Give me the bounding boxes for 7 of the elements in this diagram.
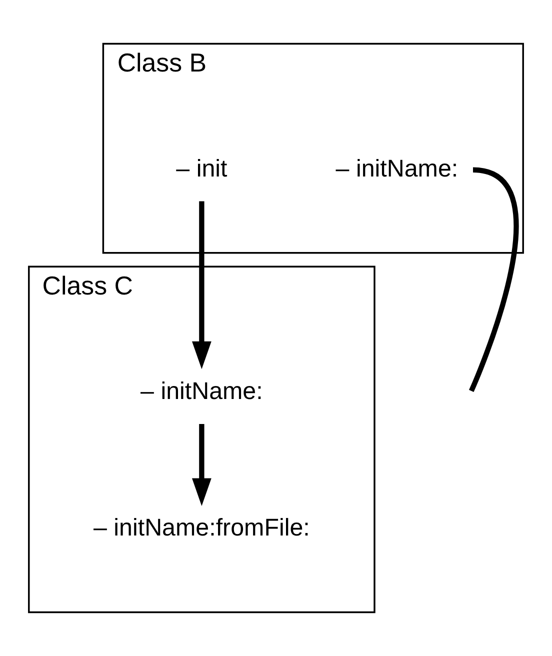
arrow <box>192 424 212 506</box>
arrow <box>192 201 212 370</box>
node-text: – initName:fromFile: <box>93 514 310 542</box>
connector <box>468 167 519 392</box>
node-text: – initName: <box>140 378 263 406</box>
node-text: – init <box>176 155 228 182</box>
node-text: – initName: <box>336 155 458 182</box>
